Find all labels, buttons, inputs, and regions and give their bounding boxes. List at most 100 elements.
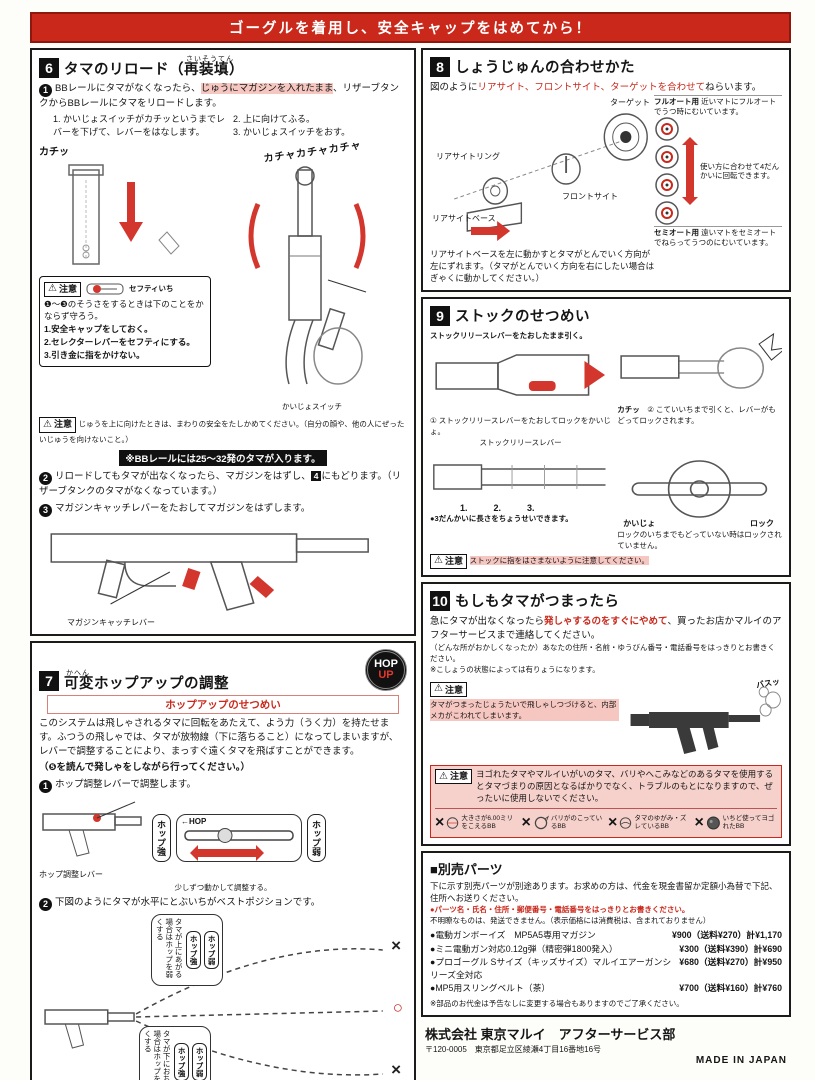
full-auto-note: フルオート用 近いマトにフルオートでうつ時にむいています。 [654,94,782,117]
magazine-sketch [68,164,180,266]
release-switch-label: かいじょスイッチ [282,402,342,412]
section-7-hopup: 7 かへん 可変ホップアップの調整 HOP UP ホップアップのせつめい このシ… [30,641,416,1080]
bad-bb-item: × バリがのこっているBB [522,812,605,834]
position-labels: 1. 2. 3. [460,503,611,513]
hopup-note: （❺を読んで発しゃをしながら行ってください。） [39,762,251,774]
bad-bb-caution-head: ⚠注意 ヨゴれたタマやマルイいがいのタマ、バリやへこみなどのあるタマを使用すると… [435,769,777,805]
position-2: 2. [493,502,502,513]
section-ref-icon: 4 [310,471,322,482]
bad-bb-caption: タマのゆがみ・ズレているBB [634,815,687,831]
caution-rule-3: 3.引き金に指をかけない。 [44,350,145,361]
sight-adjust-note: リアサイトベースを左に動かすとタマがとんでいく方向が左にずれます。（タマがとんで… [430,248,655,283]
step-number-icon: 1 [39,780,52,794]
section-number: 8 [430,57,450,77]
warning-icon: ⚠ [439,770,448,782]
sfx-click: カチッ [617,404,640,414]
warning-icon: ⚠ [434,683,443,695]
caution-label: 注意 [53,419,72,430]
callout-ball-rises: タマが上にあがる場合はホップを弱くする ホップ強 ホップ弱 [151,914,224,987]
company-address: 〒120-0005 東京都足立区綾瀬4丁目16番地16号 [425,1045,602,1055]
sighting-intro: 図のようにリアサイト、フロントサイト、ターゲットを合わせてねらいます。 [430,82,762,93]
substeps-2-3: 2. 上に向けてふる。 3. かいじょスイッチをおす。 [233,113,407,138]
step-text: リロードしてもタマが出なくなったら、マガジンをはずし、 [55,471,311,483]
part-name: ●電動ガンボーイズ MP5A5専用マガジン [430,930,596,941]
reload-diagram: カチッ ⚠注意 [39,141,407,414]
right-column: 8 しょうじゅんの合わせかた 図のようにリアサイト、フロントサイト、ターゲットを… [421,48,791,1080]
caution-badge: ⚠注意 [430,553,467,569]
substep-3: 3. かいじょスイッチをおす。 [233,126,351,137]
part-item: ●電動ガンボーイズ MP5A5専用マガジン ¥900（送料¥270）計¥1,17… [430,929,782,942]
rear-sight-base-label: リアサイトベース [432,213,496,223]
stock-caution: ⚠注意 ストックに指をはさまないように注意してください。 [430,553,782,569]
step-text: BBレールにタマがなくなったら、 [55,82,201,94]
dirty-bb-icon [706,816,720,830]
jam-gun-sketch [630,686,781,755]
caution-intro: ❶～❸のそうさをするときは下のことをかならず守ろう。 [44,299,204,322]
stock-lever-label: ストックリリースレバー [479,437,562,447]
made-in-japan: MADE IN JAPAN [695,1055,787,1067]
lock-label: ロック [750,518,774,528]
stock-lever-sketch [435,354,606,396]
bb-capacity-note: ※BBレールには25～32発のタマが入ります。 [39,449,407,467]
parts-note2: 不明瞭なものは、発送できません。（表示価格には消費税は、含まれておりません） [430,916,711,926]
sight-apertures [654,116,680,226]
lock-wheel-sketch [631,460,768,518]
adjust-note: 少しずつ動かして調整する。 [174,883,272,893]
bad-bb-caption: 大きさが6.00ミリをこえるBB [461,815,514,831]
part-name: ●ミニ電動ガン対応0.12g弾（精密弾1800発入） [430,943,618,954]
hop-badge-line1: HOP [374,657,398,670]
bad-bb-item: × 大きさが6.00ミリをこえるBB [435,812,518,834]
part-price: ¥900（送料¥270）計¥1,170 [671,930,782,941]
step-text: にもどります。（リザーブタンクのタマがなくなっています。） [39,471,402,498]
bad-bb-item: × いちど使ってヨゴれたBB [695,812,778,834]
x-mark: × [608,814,618,832]
hopup-subtitle: ホップアップのせつめい [47,695,399,715]
stock-release-figures: ストックリリースレバーをたおしたまま引く。 ① ストックリリースレバーをたおして… [430,330,782,448]
hop-weak-pill: ホップ弱 [204,931,220,970]
callout-note: タマが下におちる場合はホップを強くする [143,1030,172,1080]
bad-bb-item: × タマのゆがみ・ズレているBB [608,812,691,834]
substep-1: 1. かいじょスイッチがカチッというまでレバーを下げて、レバーをはなします。 [53,114,226,137]
caution-label: 注意 [449,771,468,782]
target-label: ターゲット [610,97,650,107]
lock-wheel-wrap: かいじょ ロック [617,451,782,529]
stock-step-2: ② こていいちまで引くと、レバーがもどってロックされます。 [617,404,776,425]
section-number: 10 [430,590,450,611]
step-text: 、リザーブタンクからBBレールにタマをリロードします。 [39,82,399,109]
step-text: ホップ調整レバーで調整します。 [55,779,196,791]
step-number-icon: 1 [39,83,52,97]
section-title: ストックのせつめい [455,308,590,325]
release-label: かいじょ [623,518,656,528]
jam-fee-note: ※こしょうの状態によっては有りょうになります。 [430,665,600,675]
sight-drum-stack: 使い方に合わせて4だんかいに回転できます。 [654,116,782,226]
jam-caution-left: ⚠注意 タマがつまったじょうたいで飛しゃしつづけると、内部メカがこわれてしまいま… [430,678,619,762]
sight-line-figure: リアサイトリング リアサイトベース フロントサイト ターゲット [430,95,650,245]
gun-shake-sketch [248,166,367,386]
bad-bb-caution-box: ⚠注意 ヨゴれたタマやマルイいがいのタマ、バリやへこみなどのあるタマを使用すると… [430,765,782,839]
warning-icon: ⚠ [43,418,52,430]
hop-up-badge-icon: HOP UP [365,649,407,692]
caution-text: ストックに指をはさまないように注意してください。 [469,556,650,566]
parts-footnote: ※部品のお代金は予告なしに変更する場合もありますのでご了承ください。 [430,999,684,1009]
hop-weak-pill: ホップ弱 [192,1043,208,1080]
stock-extended-sketch [433,464,606,490]
front-sight-label: フロントサイト [562,191,618,201]
position-1: 1. [460,502,468,513]
hop-weak-pill: ホップ弱 [307,814,326,863]
rotation-note: 使い方に合わせて4だんかいに回転できます。 [700,161,780,181]
caution-box-safety: ⚠注意 セフティいち ❶～❸のそうさをするときは下のことをかならず守ろう。 1.… [39,276,211,367]
bad-mark: × [391,936,401,956]
caution-label: 注意 [444,684,463,695]
part-price: ¥680（送料¥270）計¥950 [679,956,782,967]
lock-wheel-figure: かいじょ ロック ロックのいちまでもどっていない時はロックされていません。 [617,451,782,551]
hop-badge-line2: UP [378,669,394,682]
section-10-jam: 10 もしもタマがつまったら 急にタマが出なくなったら発しゃするのをすぐにやめて… [421,581,791,847]
section-title: タマのリロード（再装填） [64,62,244,78]
sighting-diagram: リアサイトリング リアサイトベース フロントサイト ターゲット フルオート用 近… [430,94,782,248]
jam-paragraph: 急にタマが出なくなったら発しゃするのをすぐにやめて、買ったお店かマルイのアフター… [430,615,782,641]
